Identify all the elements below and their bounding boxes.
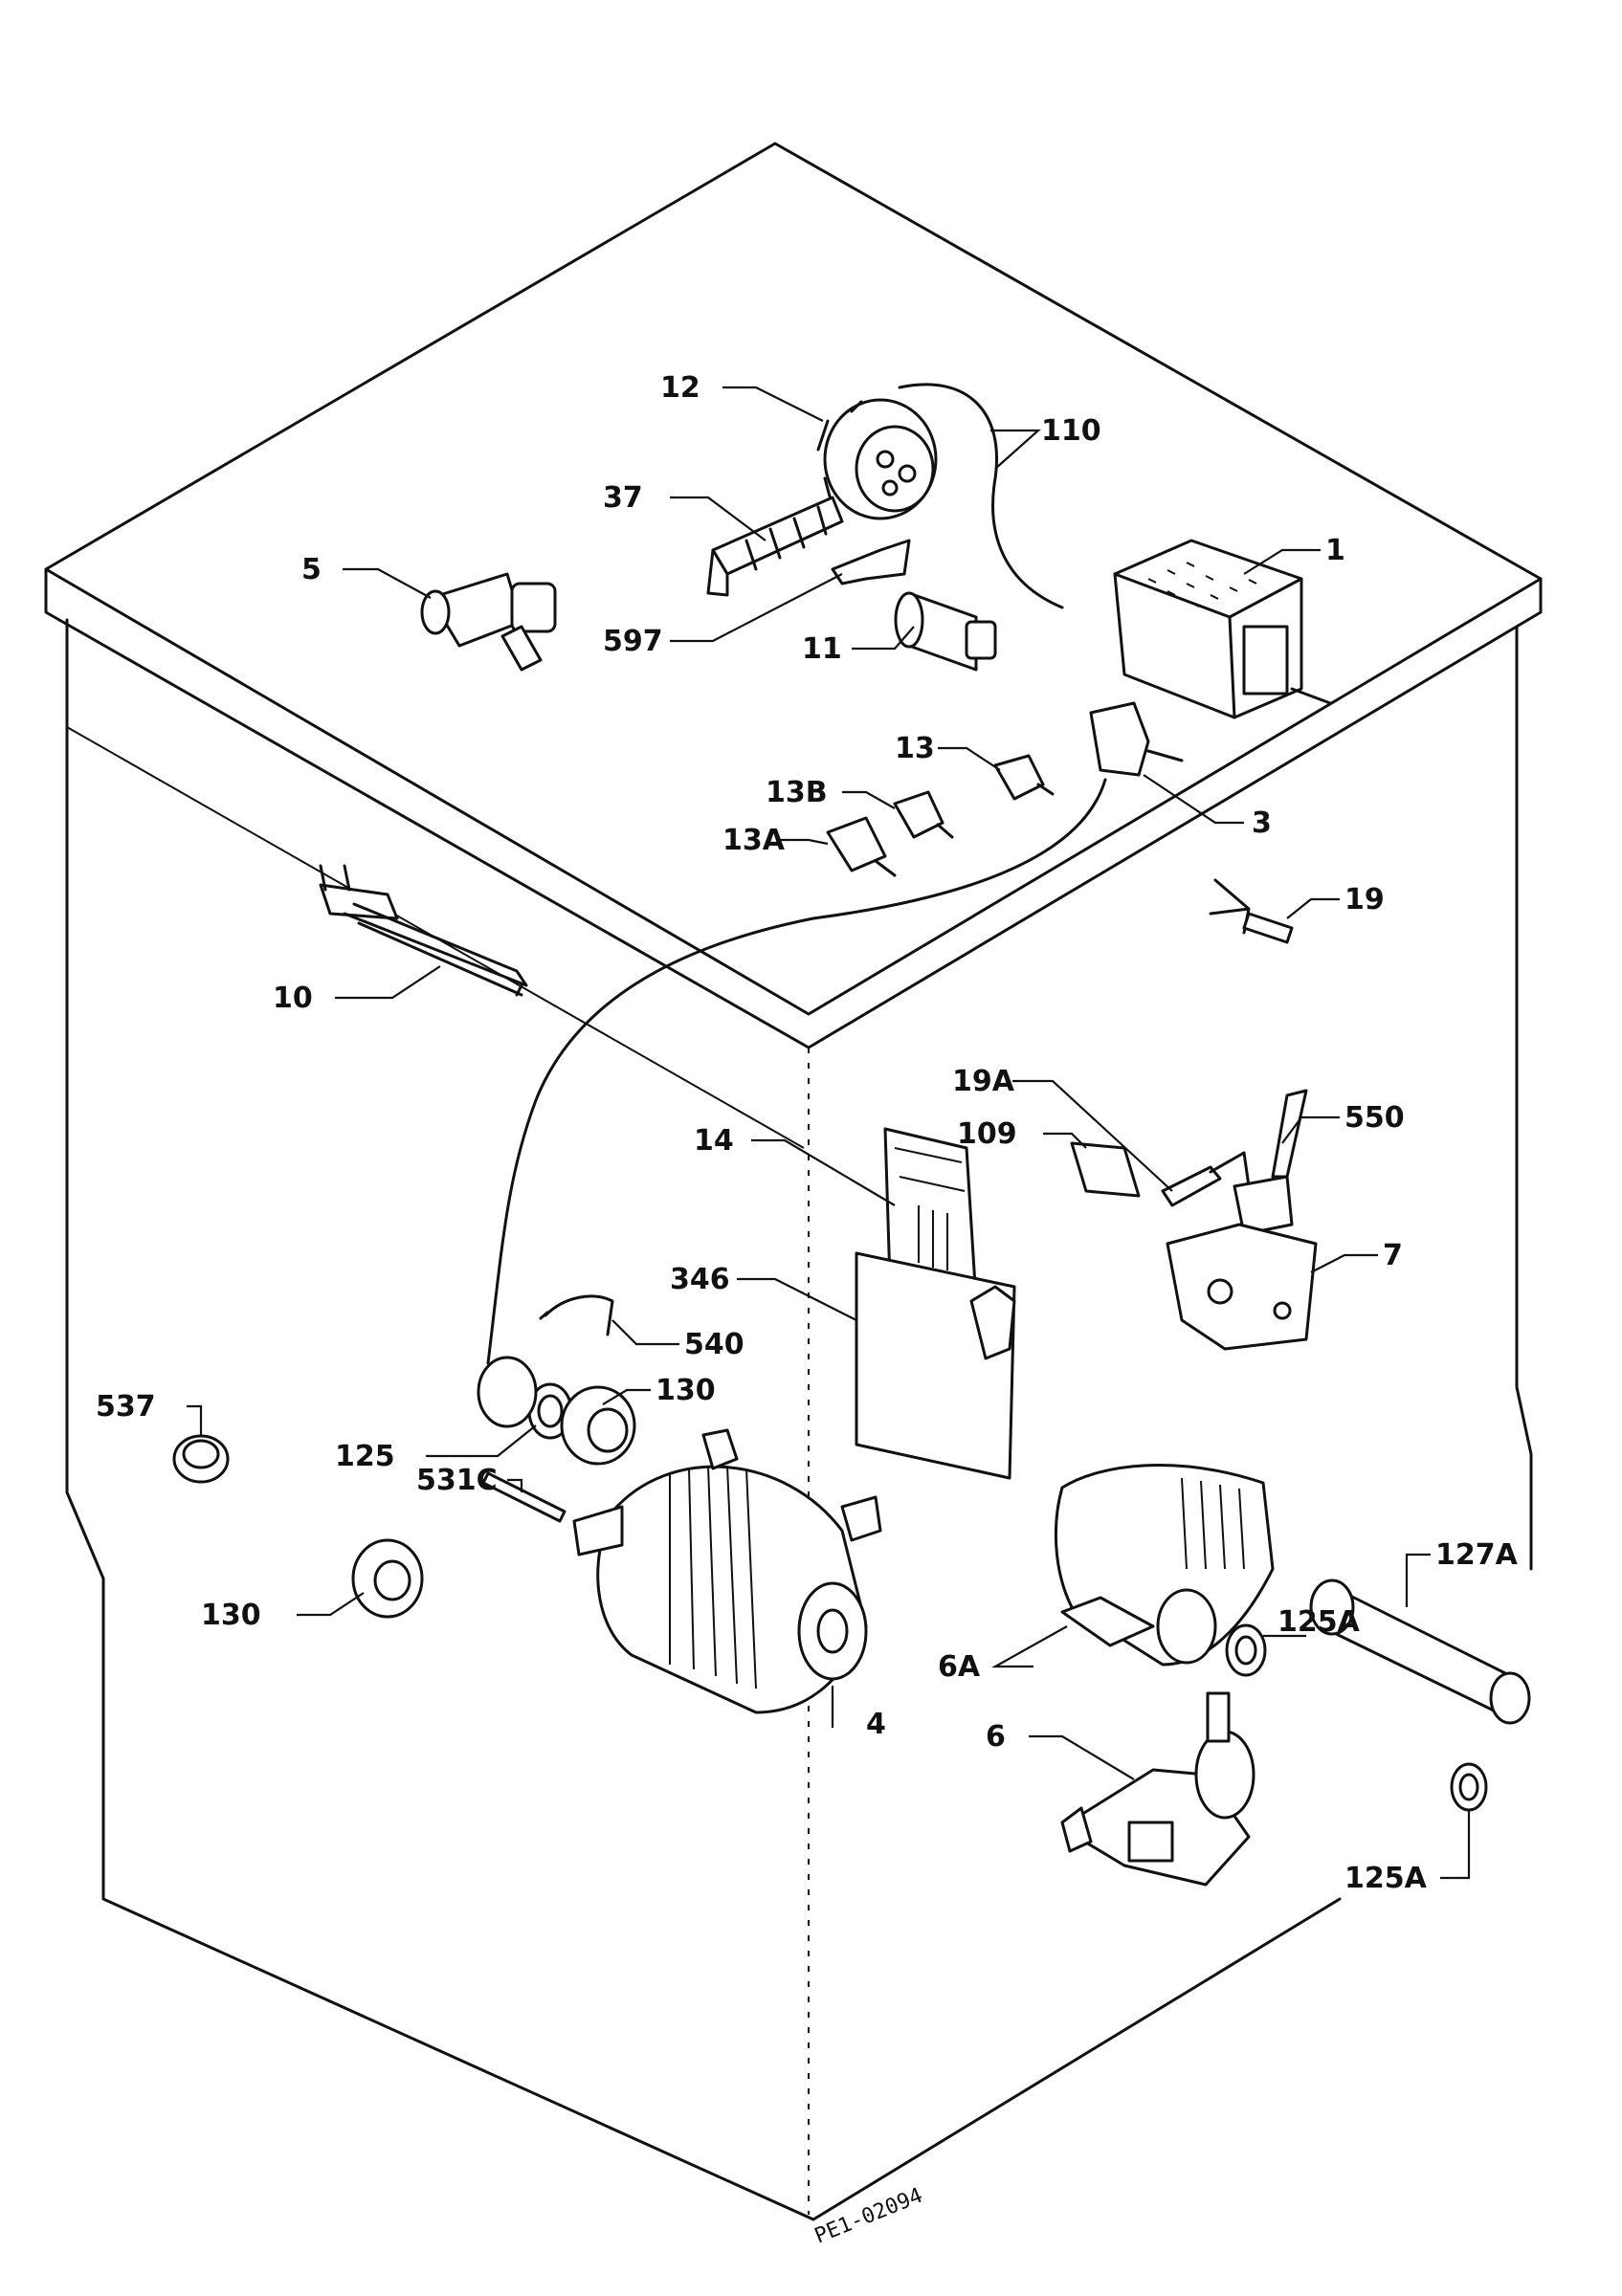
label-19: 19	[1344, 883, 1385, 916]
label-3: 3	[1252, 806, 1272, 840]
part-130-gasket-upper	[560, 1385, 636, 1466]
label-597: 597	[603, 625, 663, 658]
part-127a-hose	[1309, 1578, 1531, 1725]
part-19a-sensor	[1161, 1151, 1251, 1207]
part-37-strip	[706, 496, 844, 597]
part-4-motor	[572, 1428, 882, 1714]
label-13a: 13A	[722, 824, 786, 857]
label-6a: 6A	[938, 1650, 981, 1684]
label-13b: 13B	[766, 776, 828, 809]
label-1: 1	[1325, 534, 1345, 567]
label-110: 110	[1041, 414, 1101, 448]
label-127a: 127A	[1435, 1538, 1519, 1572]
label-346: 346	[670, 1263, 730, 1296]
part-12-timer	[816, 398, 938, 520]
part-19-sensor	[1209, 878, 1294, 944]
part-597-bracket	[831, 539, 911, 585]
label-537: 537	[96, 1390, 156, 1424]
part-13-connector	[993, 754, 1055, 801]
part-346-dispenser-housing	[855, 1251, 1016, 1480]
part-130-gasket-lower	[351, 1538, 424, 1619]
part-125a-seal-upper	[1225, 1623, 1267, 1677]
label-13: 13	[895, 732, 935, 765]
part-531c-bolt	[481, 1471, 567, 1523]
part-537-plug	[172, 1434, 230, 1484]
part-125a-seal-lower	[1450, 1762, 1488, 1812]
label-7: 7	[1383, 1239, 1403, 1272]
part-7-door-lock	[1166, 1223, 1318, 1351]
label-11: 11	[802, 632, 842, 666]
label-125a-upper: 125A	[1278, 1605, 1361, 1639]
motor-end-seal	[477, 1356, 538, 1428]
part-13b-connector	[893, 790, 954, 839]
label-14: 14	[694, 1124, 734, 1158]
label-125a-lower: 125A	[1344, 1862, 1428, 1895]
label-130-upper: 130	[655, 1374, 716, 1407]
part-13a-connector	[826, 816, 897, 877]
part-6a-pump-housing	[1054, 1464, 1275, 1667]
label-19a: 19A	[952, 1065, 1015, 1098]
part-labels: 12 110 37 5 597 11 1 3 13 13B 13A 19 10 …	[96, 371, 1519, 1895]
part-11-capacitor	[894, 591, 997, 672]
reference-code: PE1-02094	[811, 2184, 926, 2249]
label-12: 12	[660, 371, 700, 405]
label-5: 5	[301, 553, 322, 586]
part-5-inlet-valve	[420, 572, 557, 672]
part-10-heater	[319, 864, 528, 997]
label-4: 4	[866, 1708, 886, 1741]
label-531c: 531C	[416, 1464, 498, 1497]
part-6-pump	[1060, 1691, 1255, 1887]
label-10: 10	[273, 982, 313, 1015]
leader-lines	[187, 386, 1471, 1880]
part-540-clamp	[539, 1294, 614, 1336]
label-6: 6	[986, 1720, 1006, 1754]
wire-harness	[486, 778, 1107, 1365]
label-540: 540	[684, 1328, 744, 1361]
label-550: 550	[1344, 1101, 1405, 1135]
label-37: 37	[603, 481, 643, 515]
part-109-bracket	[1070, 1141, 1141, 1198]
cabinet-outline	[44, 142, 1543, 2221]
label-125: 125	[335, 1440, 395, 1473]
label-109: 109	[957, 1117, 1017, 1151]
label-130-lower: 130	[201, 1599, 261, 1632]
part-3-switch	[1089, 701, 1184, 777]
part-110-cable	[898, 383, 1064, 609]
part-1-control-module	[1113, 539, 1332, 719]
